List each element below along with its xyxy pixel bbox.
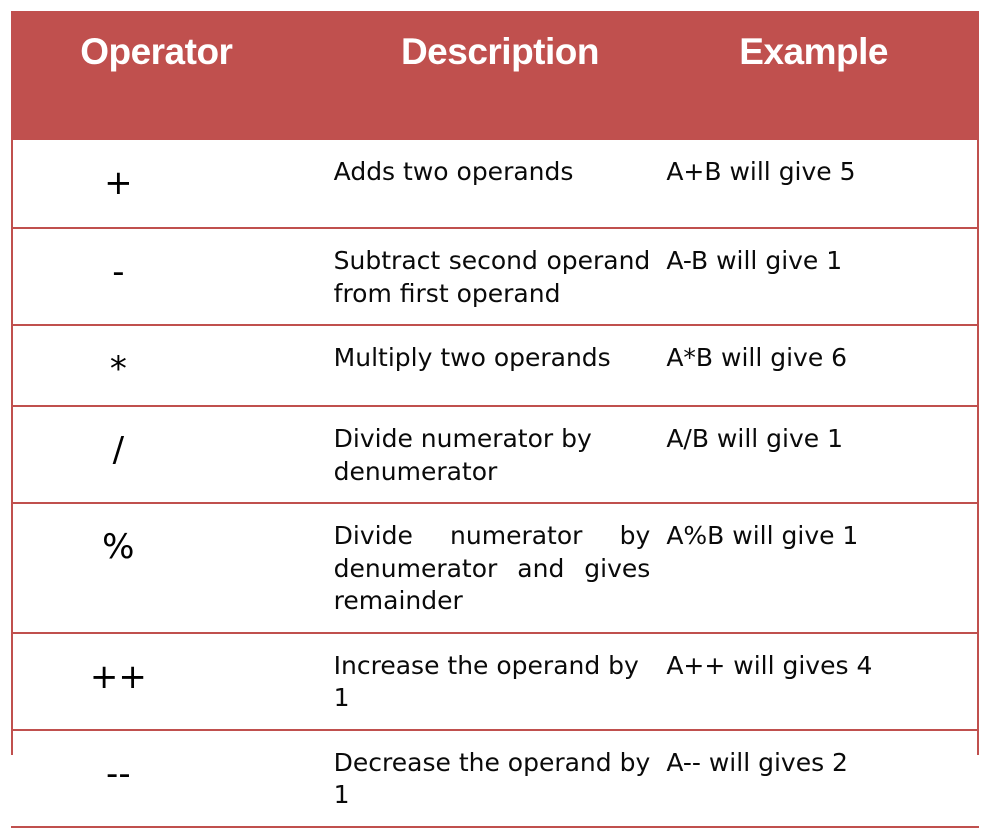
operator-symbol: + <box>104 163 133 203</box>
example-text: A/B will give 1 <box>666 424 844 453</box>
description-text: Divide numerator by denumerator and give… <box>333 521 651 615</box>
example-text: A%B will give 1 <box>666 521 859 550</box>
description-text: Subtract second operand from first opera… <box>333 246 651 308</box>
header-row: Operator Description Example <box>11 11 979 140</box>
column-header-example: Example <box>656 11 979 140</box>
cell-description: Decrease the operand by 1 <box>333 729 657 828</box>
example-text: A-- will gives 2 <box>666 747 848 777</box>
page-root: Operator Description Example + <box>11 11 979 828</box>
cell-description: Subtract second operand from first opera… <box>333 228 657 326</box>
cell-example: A-- will gives 2 <box>656 729 979 828</box>
table-left-border <box>11 140 13 755</box>
table-row: + Adds two operands A+B will give 5 <box>11 140 979 229</box>
description-text: Increase the operand by 1 <box>333 650 639 713</box>
table-body: + Adds two operands A+B will give 5 - Su… <box>11 140 979 828</box>
table-header: Operator Description Example <box>11 11 979 140</box>
example-text: A++ will gives 4 <box>666 650 873 680</box>
description-text: Multiply two operands <box>333 343 611 372</box>
cell-example: A-B will give 1 <box>656 228 979 326</box>
table-row: % Divide numerator by denumerator and gi… <box>11 503 979 634</box>
table-row: -- Decrease the operand by 1 A-- will gi… <box>11 729 979 828</box>
cell-operator: ++ <box>11 632 334 731</box>
table-right-border <box>977 140 979 755</box>
example-text: A+B will give 5 <box>666 157 856 186</box>
column-header-operator: Operator <box>11 11 334 140</box>
operator-symbol: - <box>112 252 125 292</box>
table-row: ++ Increase the operand by 1 A++ will gi… <box>11 632 979 731</box>
cell-description: Multiply two operands <box>333 325 657 407</box>
cell-description: Divide numerator by denumerator <box>333 406 657 504</box>
operator-symbol: -- <box>106 753 131 794</box>
operators-table-container: Operator Description Example + <box>11 11 979 828</box>
table-row: * Multiply two operands A*B will give 6 <box>11 325 979 407</box>
cell-operator: / <box>11 406 334 504</box>
table-row: / Divide numerator by denumerator A/B wi… <box>11 406 979 504</box>
cell-example: A++ will gives 4 <box>656 632 979 731</box>
cell-example: A+B will give 5 <box>656 140 979 229</box>
description-text: Divide numerator by denumerator <box>333 424 592 486</box>
cell-description: Adds two operands <box>333 140 657 229</box>
example-text: A-B will give 1 <box>666 246 843 275</box>
cell-description: Divide numerator by denumerator and give… <box>333 503 657 634</box>
column-header-description: Description <box>334 11 657 140</box>
cell-example: A*B will give 6 <box>656 325 979 407</box>
example-text: A*B will give 6 <box>666 343 848 372</box>
cell-operator: - <box>11 228 334 326</box>
operator-symbol: % <box>102 527 135 567</box>
column-header-example-label: Example <box>739 31 888 72</box>
cell-operator: % <box>11 503 334 634</box>
operator-symbol: / <box>112 430 125 470</box>
operator-symbol: ++ <box>89 656 147 697</box>
column-header-operator-label: Operator <box>80 31 233 72</box>
cell-operator: * <box>11 325 334 407</box>
cell-operator: + <box>11 140 334 229</box>
operators-table: Operator Description Example + <box>11 11 979 828</box>
cell-example: A/B will give 1 <box>656 406 979 504</box>
operator-symbol: * <box>109 349 127 389</box>
cell-operator: -- <box>11 729 334 828</box>
table-row: - Subtract second operand from first ope… <box>11 228 979 326</box>
description-text: Decrease the operand by 1 <box>333 747 651 810</box>
cell-example: A%B will give 1 <box>656 503 979 634</box>
description-text: Adds two operands <box>333 157 574 186</box>
cell-description: Increase the operand by 1 <box>333 632 657 731</box>
column-header-description-label: Description <box>400 31 600 72</box>
